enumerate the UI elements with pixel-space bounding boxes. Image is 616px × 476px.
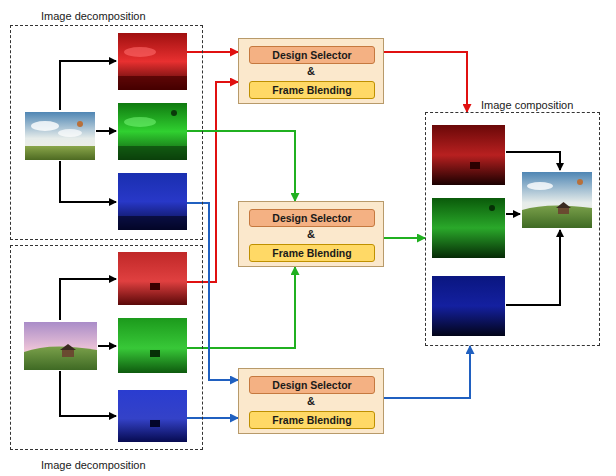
frame-blending-box: Frame Blending [249,244,375,262]
channel-connector [384,346,470,398]
split-arrow [60,371,116,416]
house [150,283,160,290]
ground [118,216,187,230]
selector-block: & Design SelectorFrame Blending [238,38,384,104]
channel-connector [384,52,467,112]
cloud [527,182,553,190]
channel-connector [203,417,238,419]
roof [556,202,571,208]
channel-stub [187,417,204,419]
balloon [171,110,177,116]
channel-connector [203,51,238,53]
channel-stub [187,51,204,53]
house [150,420,160,427]
blue-channel-image [432,276,505,336]
box-label: Frame Blending [272,247,351,260]
source-image [24,322,97,370]
joiner-text: & [307,65,315,78]
channel-stub [187,202,204,204]
region-label: Image composition [481,98,573,112]
red-channel-image [118,252,187,305]
cloud [124,47,156,57]
red-channel-image [432,125,505,185]
channel-stub [187,347,204,349]
channel-connector [203,203,238,380]
frame-blending-box: Frame Blending [249,411,375,429]
design-selector-box: Design Selector [249,376,375,394]
frame-blending-box: Frame Blending [249,81,375,99]
channel-stub [187,130,204,132]
channel-connector [203,131,295,201]
cloud [31,121,59,131]
ground [522,205,592,228]
split-arrow [60,279,116,320]
house [62,349,74,357]
source-image [25,112,95,160]
roof [60,344,76,350]
green-channel-image [118,103,187,160]
house [470,162,480,169]
merge-arrow [506,152,560,170]
house [558,207,569,214]
green-channel-image [432,198,505,258]
selector-block: & Design SelectorFrame Blending [238,201,384,267]
channel-connector [203,267,295,348]
selector-block: & Design SelectorFrame Blending [238,368,384,434]
cloud [124,117,156,127]
joiner-text: & [307,395,315,408]
split-arrow [60,161,116,202]
split-arrow [60,61,116,110]
group-region: Image decomposition [10,25,203,240]
box-label: Frame Blending [272,84,351,97]
split-arrow [98,345,116,347]
region-label: Image decomposition [41,9,146,23]
design-selector-box: Design Selector [249,209,375,227]
house [150,350,160,357]
box-label: Frame Blending [272,414,351,427]
box-label: Design Selector [272,49,351,62]
channel-connector [384,237,425,239]
box-label: Design Selector [272,212,351,225]
cloud [58,129,82,137]
split-arrow [96,130,116,132]
ground [118,146,187,160]
group-region: Image composition [425,112,600,346]
region-label: Image decomposition [41,458,146,472]
composed-image [522,172,592,228]
box-label: Design Selector [272,379,351,392]
group-region: Image decomposition [10,245,203,450]
blue-channel-image [118,173,187,230]
green-channel-image [118,318,187,373]
design-selector-box: Design Selector [249,46,375,64]
joiner-text: & [307,228,315,241]
ground [25,146,95,160]
merge-arrow [506,213,520,215]
balloon [77,121,83,127]
blue-channel-image [118,390,187,442]
ground [118,76,187,90]
merge-arrow [506,230,560,305]
balloon [489,205,495,211]
balloon [577,179,583,185]
red-channel-image [118,33,187,90]
channel-stub [187,281,204,283]
